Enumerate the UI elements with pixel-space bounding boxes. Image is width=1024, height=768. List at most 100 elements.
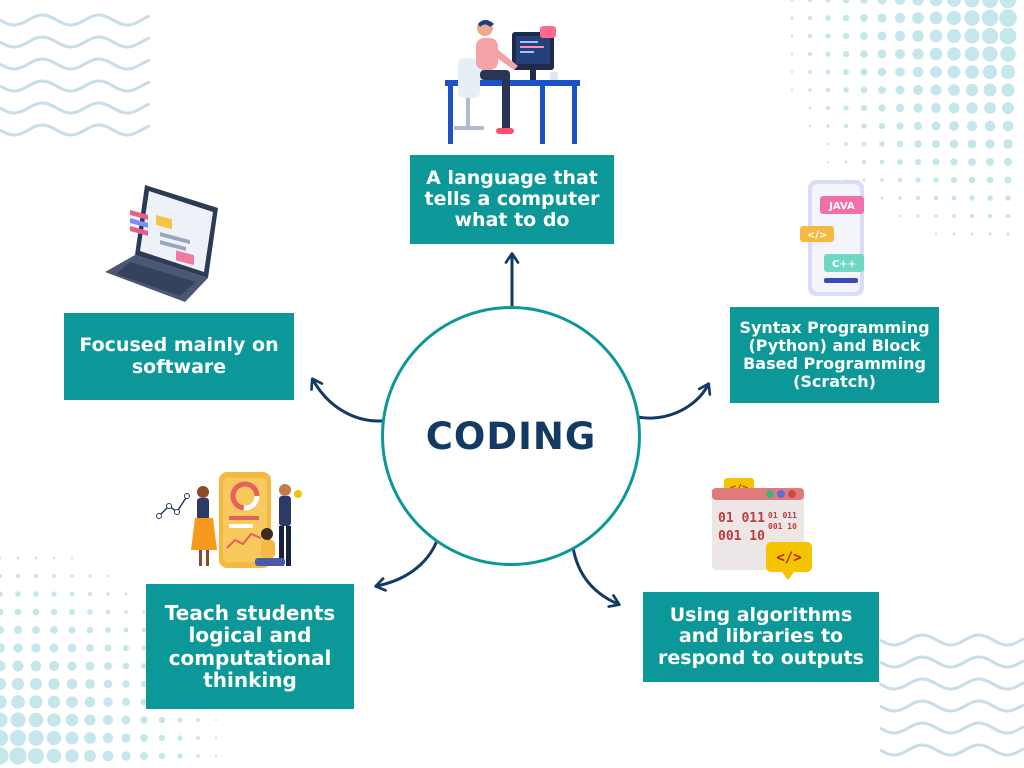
dot (860, 50, 868, 58)
dot (0, 556, 2, 560)
dot (929, 11, 943, 25)
dot (879, 159, 885, 165)
dot (808, 124, 812, 128)
dot (1000, 46, 1016, 62)
dot (986, 176, 994, 184)
dot (1000, 64, 1016, 80)
dot (50, 608, 58, 616)
dot (877, 0, 887, 5)
dot (897, 159, 903, 165)
wave-line (0, 123, 151, 137)
binary-line-1: 01 011 (718, 511, 765, 526)
dot (982, 46, 998, 62)
dot (913, 103, 923, 113)
dot (878, 122, 886, 130)
dot (999, 9, 1017, 27)
dot (895, 67, 905, 77)
dot (0, 625, 5, 635)
dot (898, 214, 902, 218)
dot (860, 32, 868, 40)
binary-line-3: 01 011 (768, 511, 797, 520)
dot (967, 139, 977, 149)
dot (121, 733, 131, 743)
dot (28, 730, 44, 746)
dot (880, 196, 884, 200)
dot (47, 695, 61, 709)
dot (103, 715, 113, 725)
dot (1003, 139, 1013, 149)
dot (808, 106, 812, 110)
node-bottom-left-label: Teach students logical and computational… (164, 600, 336, 692)
node-bottom-right-label: Using algorithms and libraries to respon… (658, 604, 864, 669)
dot (28, 748, 44, 764)
dot (1001, 83, 1015, 97)
dot (11, 695, 25, 709)
dot (931, 103, 941, 113)
dot (825, 0, 831, 3)
wave-line (0, 57, 151, 71)
dot (896, 140, 904, 148)
dot (121, 697, 131, 707)
dot (825, 33, 831, 39)
arrow-to-left-node (310, 377, 392, 423)
dot (69, 591, 75, 597)
wave-line (879, 655, 1024, 669)
dot (102, 732, 114, 744)
dot (808, 0, 812, 2)
dot (878, 86, 886, 94)
dot (88, 574, 92, 578)
dot (177, 717, 183, 723)
dot (879, 141, 885, 147)
dot (966, 120, 978, 132)
wave-line (0, 79, 151, 93)
dot (948, 84, 960, 96)
wave-line (879, 677, 1024, 691)
dot (34, 574, 38, 578)
dot (826, 106, 830, 110)
dot (790, 0, 794, 2)
dot (987, 213, 993, 219)
dot (862, 178, 866, 182)
dot (877, 67, 887, 77)
dot (30, 678, 42, 690)
dot (51, 591, 57, 597)
dot (123, 645, 129, 651)
dot (69, 609, 75, 615)
dot (65, 731, 79, 745)
dot (123, 627, 129, 633)
node-top-label: A language that tells a computer what to… (424, 166, 600, 232)
dot (214, 736, 218, 740)
programming-languages-illustration: JAVA </> C++ (800, 180, 864, 296)
dot (102, 750, 114, 762)
dot (84, 750, 96, 762)
dot (31, 643, 41, 653)
dot (929, 0, 943, 7)
dot (933, 195, 939, 201)
dot (9, 747, 27, 765)
dot (912, 12, 924, 24)
dot (142, 628, 146, 632)
wave-line (0, 35, 151, 49)
dot (48, 660, 60, 672)
dot (896, 122, 904, 130)
dot (140, 716, 148, 724)
dot (968, 158, 976, 166)
dot (124, 610, 128, 614)
dot (934, 214, 938, 218)
binary-code-illustration: </> 01 011 001 10 01 011 001 10 </> (712, 478, 812, 580)
dot (984, 102, 996, 114)
dot (877, 31, 887, 41)
dot (913, 121, 923, 131)
dot (15, 573, 21, 579)
dot (13, 625, 23, 635)
dot (808, 70, 812, 74)
dot (0, 591, 3, 597)
dot (140, 752, 148, 760)
dot (0, 643, 5, 653)
dot (964, 0, 980, 8)
dot (790, 34, 794, 38)
dot (912, 0, 924, 6)
dot (843, 87, 849, 93)
dot (84, 714, 96, 726)
